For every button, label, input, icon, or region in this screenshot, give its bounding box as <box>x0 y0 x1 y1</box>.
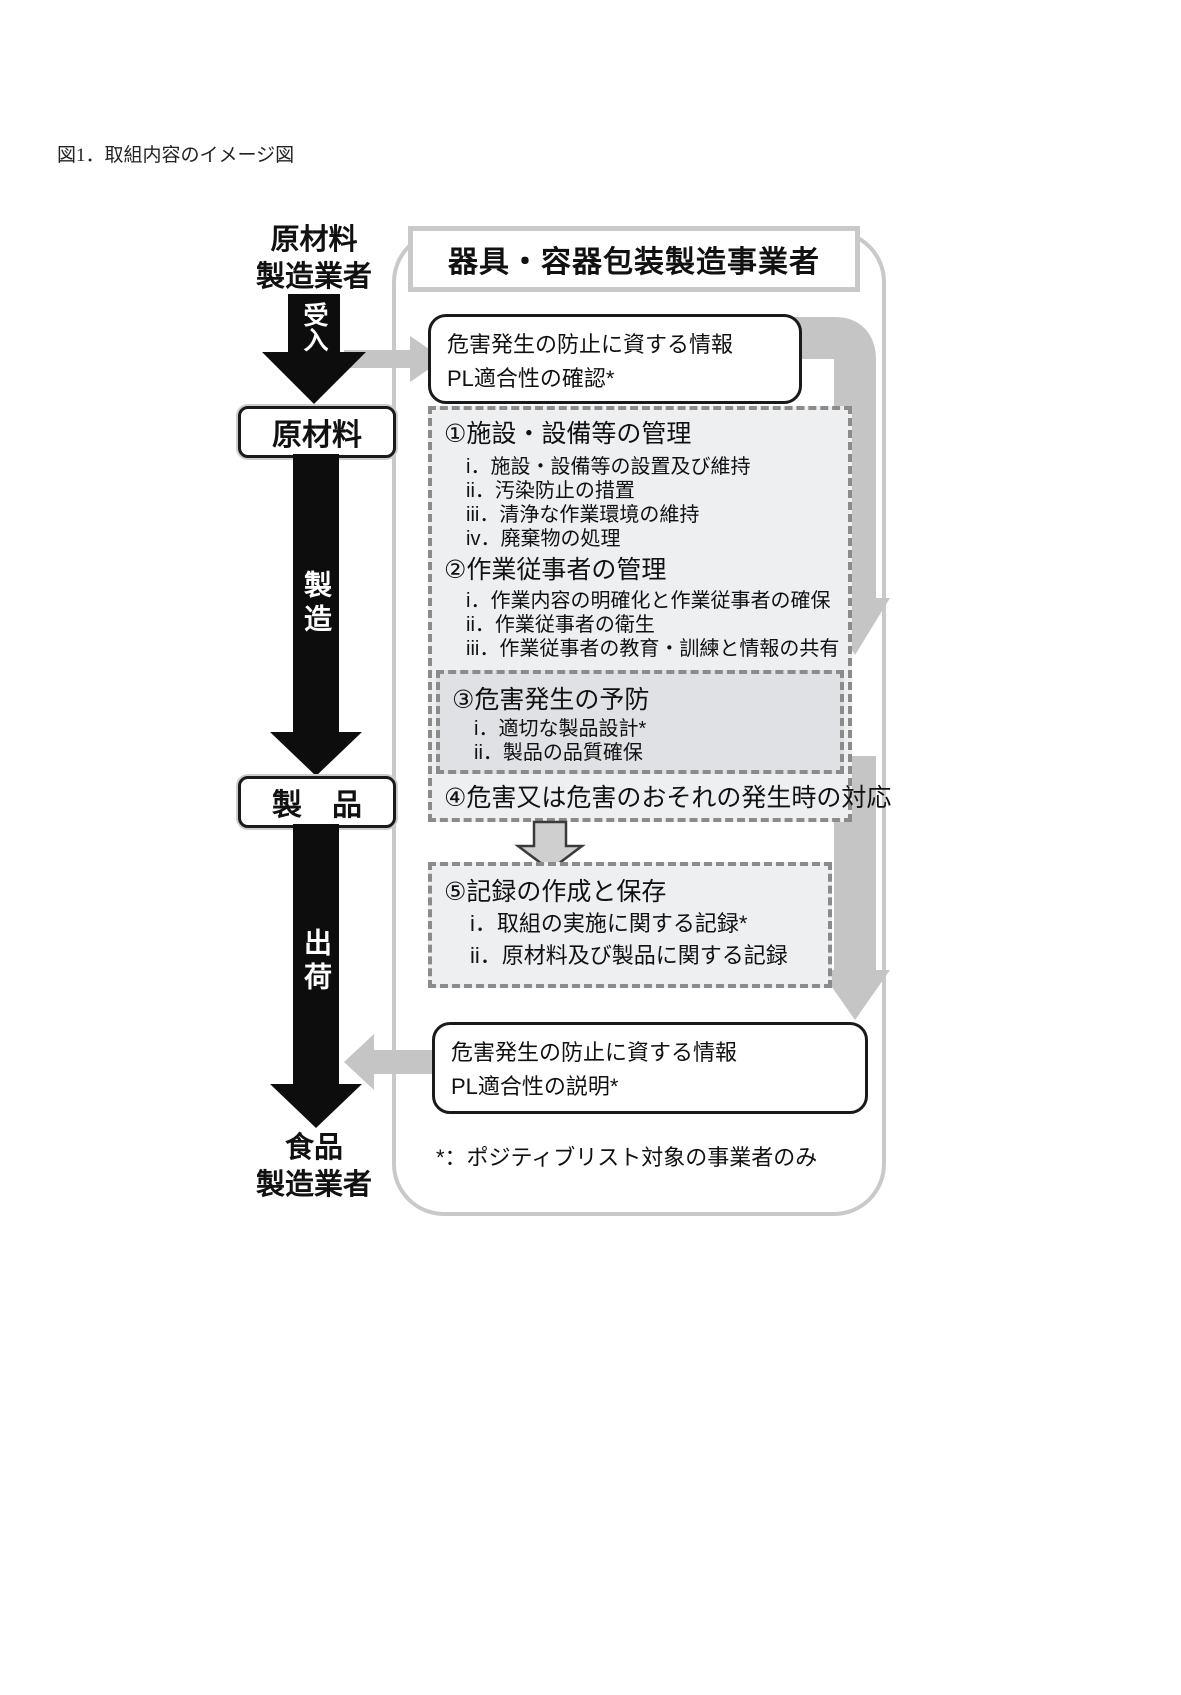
section5-item: i．取組の実施に関する記録* <box>470 911 748 936</box>
outgoing-info-line1: 危害発生の防止に資する情報 <box>451 1040 738 1065</box>
raw-material-box-label: 原材料 <box>272 419 362 452</box>
section5-item: ii．原材料及び製品に関する記録 <box>470 943 788 968</box>
incoming-info-box: 危害発生の防止に資する情報 PL適合性の確認* <box>428 314 802 404</box>
section1-item: iii．清浄な作業環境の維持 <box>466 504 700 526</box>
main-header-label: 器具・容器包装製造事業者 <box>448 246 820 279</box>
section3-item: ii．製品の品質確保 <box>474 742 643 764</box>
records-panel <box>428 862 832 988</box>
main-header: 器具・容器包装製造事業者 <box>408 226 860 292</box>
section2-item: i．作業内容の明確化と作業従事者の確保 <box>466 590 831 612</box>
product-box-label: 製 品 <box>272 789 362 822</box>
hazard-prevention-panel <box>436 670 844 774</box>
food-maker-line2: 製造業者 <box>255 1169 372 1201</box>
section2-title: ②作業従事者の管理 <box>444 556 667 584</box>
food-maker-label: 食品 製造業者 <box>224 1130 404 1204</box>
section5-title: ⑤記録の作成と保存 <box>444 878 667 906</box>
raw-material-box: 原材料 <box>238 406 396 458</box>
section1-item: i．施設・設備等の設置及び維持 <box>466 456 751 478</box>
section2-item: ii．作業従事者の衛生 <box>466 614 655 636</box>
raw-material-maker-line2: 製造業者 <box>255 261 372 293</box>
section2-item: iii．作業従事者の教育・訓練と情報の共有 <box>466 638 840 660</box>
manufacture-arrow-icon: 製造 <box>270 454 362 776</box>
gray-flow-arrows-right <box>794 317 890 1020</box>
ship-arrow-label: 出荷 <box>301 928 332 996</box>
ship-arrow-icon: 出荷 <box>270 824 362 1128</box>
raw-material-maker-line1: 原材料 <box>270 224 358 256</box>
footnote: *：ポジティブリスト対象の事業者のみ <box>436 1145 818 1170</box>
receive-arrow-label: 受入 <box>300 302 328 352</box>
incoming-info-line1: 危害発生の防止に資する情報 <box>447 332 734 357</box>
product-box: 製 品 <box>238 776 396 828</box>
section3-item: i．適切な製品設計* <box>474 718 647 740</box>
section1-title: ①施設・設備等の管理 <box>444 420 692 448</box>
receive-arrow-icon: 受入 <box>262 294 366 404</box>
food-maker-line1: 食品 <box>284 1132 343 1164</box>
down-arrow-icon <box>514 820 586 872</box>
raw-material-maker-label: 原材料 製造業者 <box>224 222 404 296</box>
outgoing-info-box: 危害発生の防止に資する情報 PL適合性の説明* <box>432 1022 868 1114</box>
section3-title: ③危害発生の予防 <box>452 686 650 714</box>
incoming-info-line2: PL適合性の確認* <box>447 366 615 391</box>
section1-item: ii．汚染防止の措置 <box>466 480 635 502</box>
figure-title: 図1．取組内容のイメージ図 <box>57 145 295 166</box>
section4-title: ④危害又は危害のおそれの発生時の対応 <box>444 784 892 812</box>
manufacture-arrow-label: 製造 <box>301 570 332 638</box>
section1-item: iv．廃棄物の処理 <box>466 528 621 550</box>
outgoing-info-line2: PL適合性の説明* <box>451 1074 619 1099</box>
down-arrowhead-icon <box>820 970 890 1020</box>
